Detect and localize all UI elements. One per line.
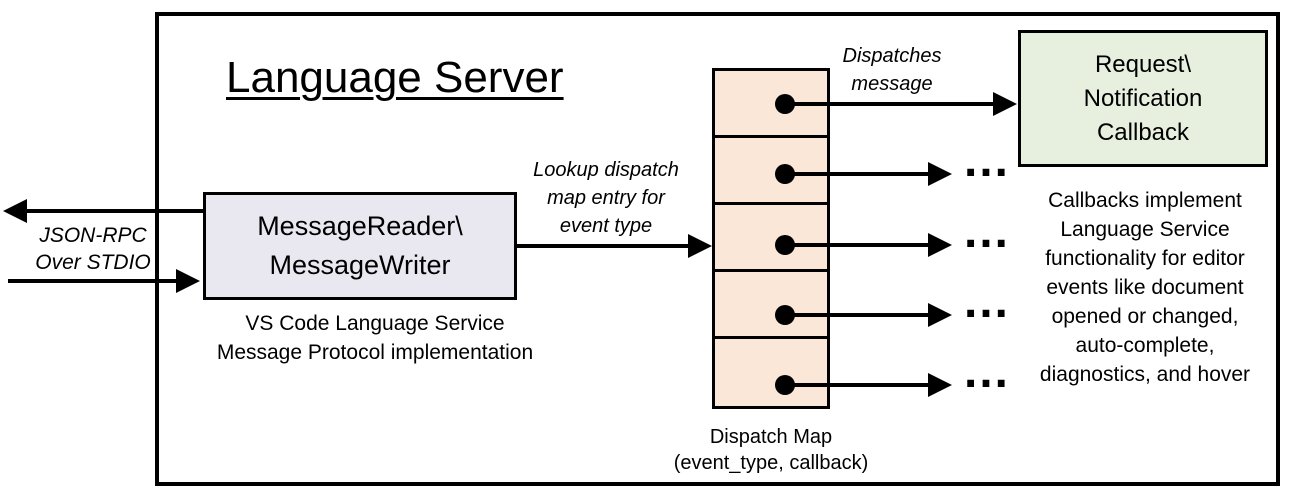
dispatch-map-cell: [715, 138, 827, 205]
ellipsis: …: [962, 345, 1012, 398]
dispatch-map-cell: [715, 272, 827, 339]
callbacks-note: Callbacks implement Language Service fun…: [1039, 189, 1251, 386]
reader-box-caption: VS Code Language Service Message Protoco…: [216, 312, 534, 364]
ellipsis: …: [962, 275, 1012, 328]
message-reader-writer-box: MessageReader\ MessageWriter: [203, 192, 517, 300]
jsonrpc-stdio-label: JSON-RPC Over STDIO: [35, 224, 151, 274]
diagram-title: Language Server: [226, 53, 564, 102]
ellipsis: …: [962, 205, 1012, 258]
ellipsis: …: [962, 134, 1012, 187]
message-reader-writer-label: MessageReader\ MessageWriter: [257, 211, 463, 280]
dispatch-map-cell: [715, 71, 827, 138]
language-server-boundary: [155, 12, 1280, 486]
request-notification-callback-label: Request\ Notification Callback: [1083, 50, 1203, 146]
dispatch-map-caption: Dispatch Map (event_type, callback): [673, 426, 869, 474]
dispatch-map: [712, 68, 830, 409]
dispatch-map-cell: [715, 205, 827, 272]
dispatch-map-cell: [715, 339, 827, 406]
dispatches-message-label: Dispatches message: [842, 45, 942, 95]
request-notification-callback-box: Request\ Notification Callback: [1018, 30, 1268, 167]
lookup-dispatch-label: Lookup dispatch map entry for event type: [533, 159, 679, 237]
